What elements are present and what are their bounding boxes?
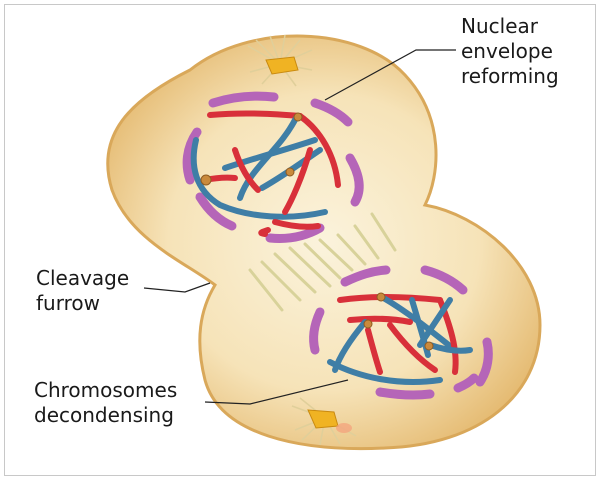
label-nuclear-envelope: Nuclear envelope reforming	[461, 14, 559, 88]
label-chromosomes-decondensing: Chromosomes decondensing	[34, 378, 178, 427]
upper-chromosomes	[190, 110, 341, 237]
leader-lines	[143, 49, 456, 405]
leader-nuclear-envelope	[324, 49, 456, 101]
centrosome-top	[247, 34, 313, 87]
leader-chromosomes	[204, 379, 349, 405]
spindle-fibers	[248, 212, 397, 312]
lower-nuclear-envelope	[309, 265, 493, 400]
label-cleavage-furrow: Cleavage furrow	[36, 266, 130, 315]
upper-nucleus	[182, 91, 364, 243]
upper-centromeres	[200, 112, 303, 186]
lower-centromeres	[363, 292, 434, 351]
centrosome-bottom	[291, 397, 357, 446]
lower-chromosomes	[327, 293, 473, 385]
upper-nuclear-envelope	[182, 91, 364, 243]
leader-cleavage-furrow	[143, 282, 211, 293]
lower-nucleus	[309, 265, 493, 400]
